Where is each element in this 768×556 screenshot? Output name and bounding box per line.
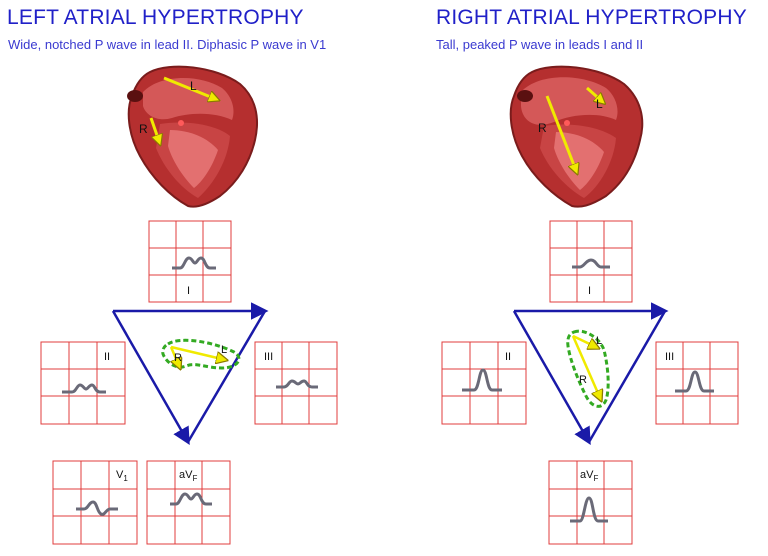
lead-avf-waveform <box>170 492 212 506</box>
left-atrial-hypertrophy-panel: LEFT ATRIAL HYPERTROPHY Wide, notched P … <box>7 6 338 545</box>
heart-label-r: R <box>139 122 148 136</box>
lead-i-waveform <box>172 256 216 270</box>
lead-iii-grid <box>655 341 739 425</box>
lead-ii-grid <box>40 341 126 425</box>
loop-outline <box>566 329 610 408</box>
lead-ii-waveform <box>462 368 502 392</box>
lead-v1-waveform <box>76 500 118 516</box>
heart-illustration: L R <box>509 65 644 208</box>
lead-v1-label: V1 <box>116 469 128 483</box>
left-diagram: L R I II <box>40 65 338 545</box>
loop-outline <box>161 338 241 370</box>
heart-label-l: L <box>190 79 197 93</box>
lead-i-waveform <box>572 258 610 269</box>
sa-node <box>564 120 570 126</box>
einthoven-triangle <box>512 302 669 446</box>
left-atrium-arrow <box>586 86 604 103</box>
triangle-lead-ii-side <box>111 310 190 446</box>
lead-ii-grid <box>441 341 527 425</box>
lead-iii-waveform <box>675 370 714 393</box>
lead-avf-waveform <box>570 496 608 523</box>
heart-label-r: R <box>538 121 547 135</box>
lead-avf-grid <box>548 460 633 545</box>
lead-i-label: I <box>588 285 591 297</box>
vector-l-arrow <box>572 334 598 348</box>
einthoven-triangle <box>111 302 269 446</box>
vector-label-l: L <box>221 344 227 356</box>
right-diagram: L R I II <box>441 65 739 545</box>
p-wave-vector-loop: L R <box>566 329 610 408</box>
vector-l-arrow <box>170 345 226 360</box>
lead-iii-waveform <box>276 379 318 389</box>
vector-label-l: L <box>596 335 602 347</box>
right-atrium-arrow <box>149 117 160 144</box>
triangle-lead-iii-side <box>186 310 267 443</box>
ventricle-cavity <box>168 130 218 188</box>
left-atrium-arrow <box>163 76 218 100</box>
lead-ii-label: II <box>104 351 110 363</box>
lead-iii-label: III <box>665 351 674 363</box>
panel-subtitle: Tall, peaked P wave in leads I and II <box>436 37 644 52</box>
lead-avf-label: aVF <box>580 469 598 483</box>
vena-cava <box>127 90 143 102</box>
vector-label-r: R <box>579 374 587 386</box>
lead-i-label: I <box>187 285 190 297</box>
p-wave-vector-loop: L R <box>161 338 241 370</box>
heart-illustration: L R <box>127 65 258 208</box>
lead-i-grid <box>549 220 633 303</box>
lead-iii-label: III <box>264 351 273 363</box>
right-atrium-arrow <box>545 95 577 173</box>
lead-v1-grid <box>52 460 138 545</box>
triangle-lead-iii-side <box>587 310 667 443</box>
lead-iii-grid <box>254 341 338 425</box>
lead-ii-waveform <box>62 383 106 394</box>
vector-r-arrow <box>571 335 601 400</box>
panel-title: RIGHT ATRIAL HYPERTROPHY <box>436 6 747 29</box>
panel-title: LEFT ATRIAL HYPERTROPHY <box>7 6 304 29</box>
lead-ii-label: II <box>505 351 511 363</box>
lead-avf-label: aVF <box>179 469 197 483</box>
heart-label-l: L <box>596 97 603 111</box>
lead-i-grid <box>148 220 232 303</box>
atria-region <box>143 77 234 120</box>
right-atrial-hypertrophy-panel: RIGHT ATRIAL HYPERTROPHY Tall, peaked P … <box>384 0 768 556</box>
vena-cava <box>517 90 533 102</box>
triangle-lead-ii-side <box>512 310 591 446</box>
vector-label-r: R <box>174 352 182 364</box>
vector-r-arrow <box>169 346 180 368</box>
atria-region <box>521 77 618 125</box>
panel-subtitle: Wide, notched P wave in lead II. Diphasi… <box>8 37 327 52</box>
sa-node <box>178 120 184 126</box>
